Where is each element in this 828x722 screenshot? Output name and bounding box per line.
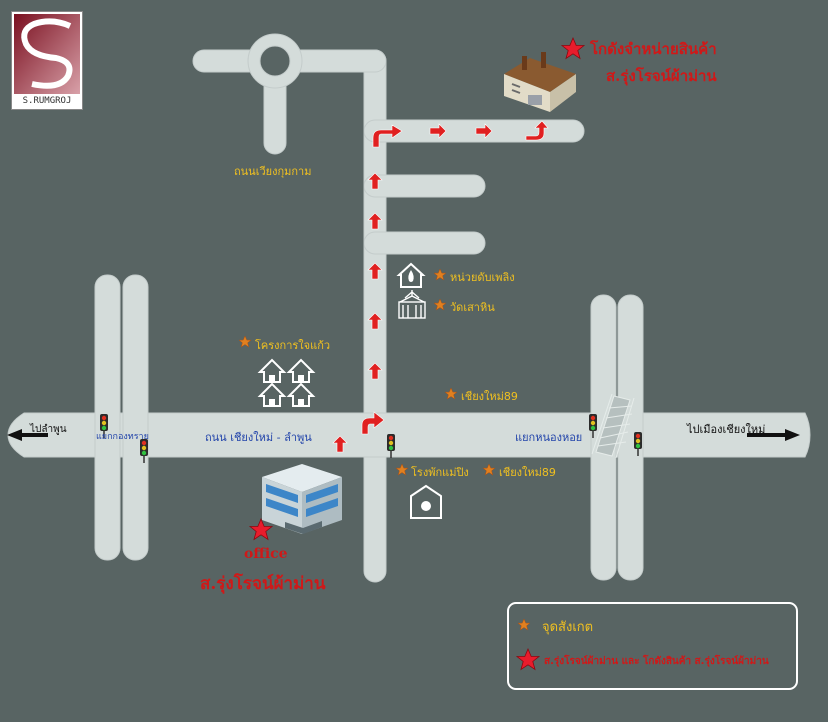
overpass-icon	[591, 393, 635, 459]
legend-shop-label: ส.รุ่งโรจน์ผ้าม่าน และ โกดังสินค้า ส.รุ่…	[544, 656, 769, 667]
red-arrow-icon	[361, 411, 385, 435]
to-lamphun-label: ไปลำพูน	[30, 424, 67, 435]
landmark-star-icon	[433, 298, 447, 311]
logo: S.RUMGROJ	[11, 11, 83, 110]
office-label-line1: office	[244, 546, 288, 562]
legend-box	[507, 602, 798, 690]
warehouse-building-icon	[504, 52, 576, 112]
red-arrow-icon	[372, 124, 403, 148]
fire-station-label: หน่วยดับเพลิง	[450, 271, 515, 284]
route-arrows	[332, 120, 549, 453]
branch-road-1	[363, 174, 486, 198]
red-arrow-icon	[525, 120, 549, 141]
logo-text: S.RUMGROJ	[22, 96, 72, 106]
west-junction-label: แยกกองทราย	[96, 432, 149, 442]
main-road-label: ถนน เชียงใหม่ - ลำพูน	[205, 431, 312, 444]
temple-label: วัดเสาหิน	[450, 301, 495, 314]
maeping-police-label: โรงพักแม่ปิง	[411, 466, 469, 479]
police-station-icon	[410, 484, 442, 519]
office-building-icon	[262, 464, 342, 534]
chiangmai89-north-label: เชียงใหม่89	[461, 390, 518, 403]
east-junction-label: แยกหนองหอย	[515, 431, 583, 444]
landmark-star-icon	[444, 387, 458, 400]
landmark-star-icon	[395, 463, 409, 476]
ring-road-label: ถนนเวียงกุมกาม	[234, 165, 312, 178]
landmark-star-icon	[433, 268, 447, 281]
office-label-line2: ส.รุ่งโรจน์ผ้าม่าน	[200, 574, 326, 594]
housing-project-label: โครงการใจแก้ว	[255, 339, 331, 352]
logo-mark-icon	[14, 14, 80, 94]
landmark-star-icon	[482, 463, 496, 476]
chiangmai89-south-label: เชียงใหม่89	[499, 466, 556, 479]
landmark-star-icon	[238, 335, 252, 348]
legend-landmark-label: จุดสังเกต	[542, 620, 594, 635]
road-end-arrows	[7, 429, 800, 441]
roundabout-island	[259, 45, 291, 77]
temple-icon	[398, 290, 426, 319]
housing-icon	[259, 359, 314, 407]
branch-road-2	[363, 231, 486, 255]
west-road-b	[122, 274, 149, 561]
warehouse-label-line1: โกดังจำหน่ายสินค้า	[590, 40, 717, 58]
warehouse-star-icon	[561, 37, 585, 59]
warehouse-label-line2: ส.รุ่งโรจน์ผ้าม่าน	[606, 67, 717, 85]
to-chiangmai-label: ไปเมืองเชียงใหม่	[687, 423, 766, 436]
road-network	[7, 33, 811, 583]
fire-station-icon	[396, 262, 426, 288]
